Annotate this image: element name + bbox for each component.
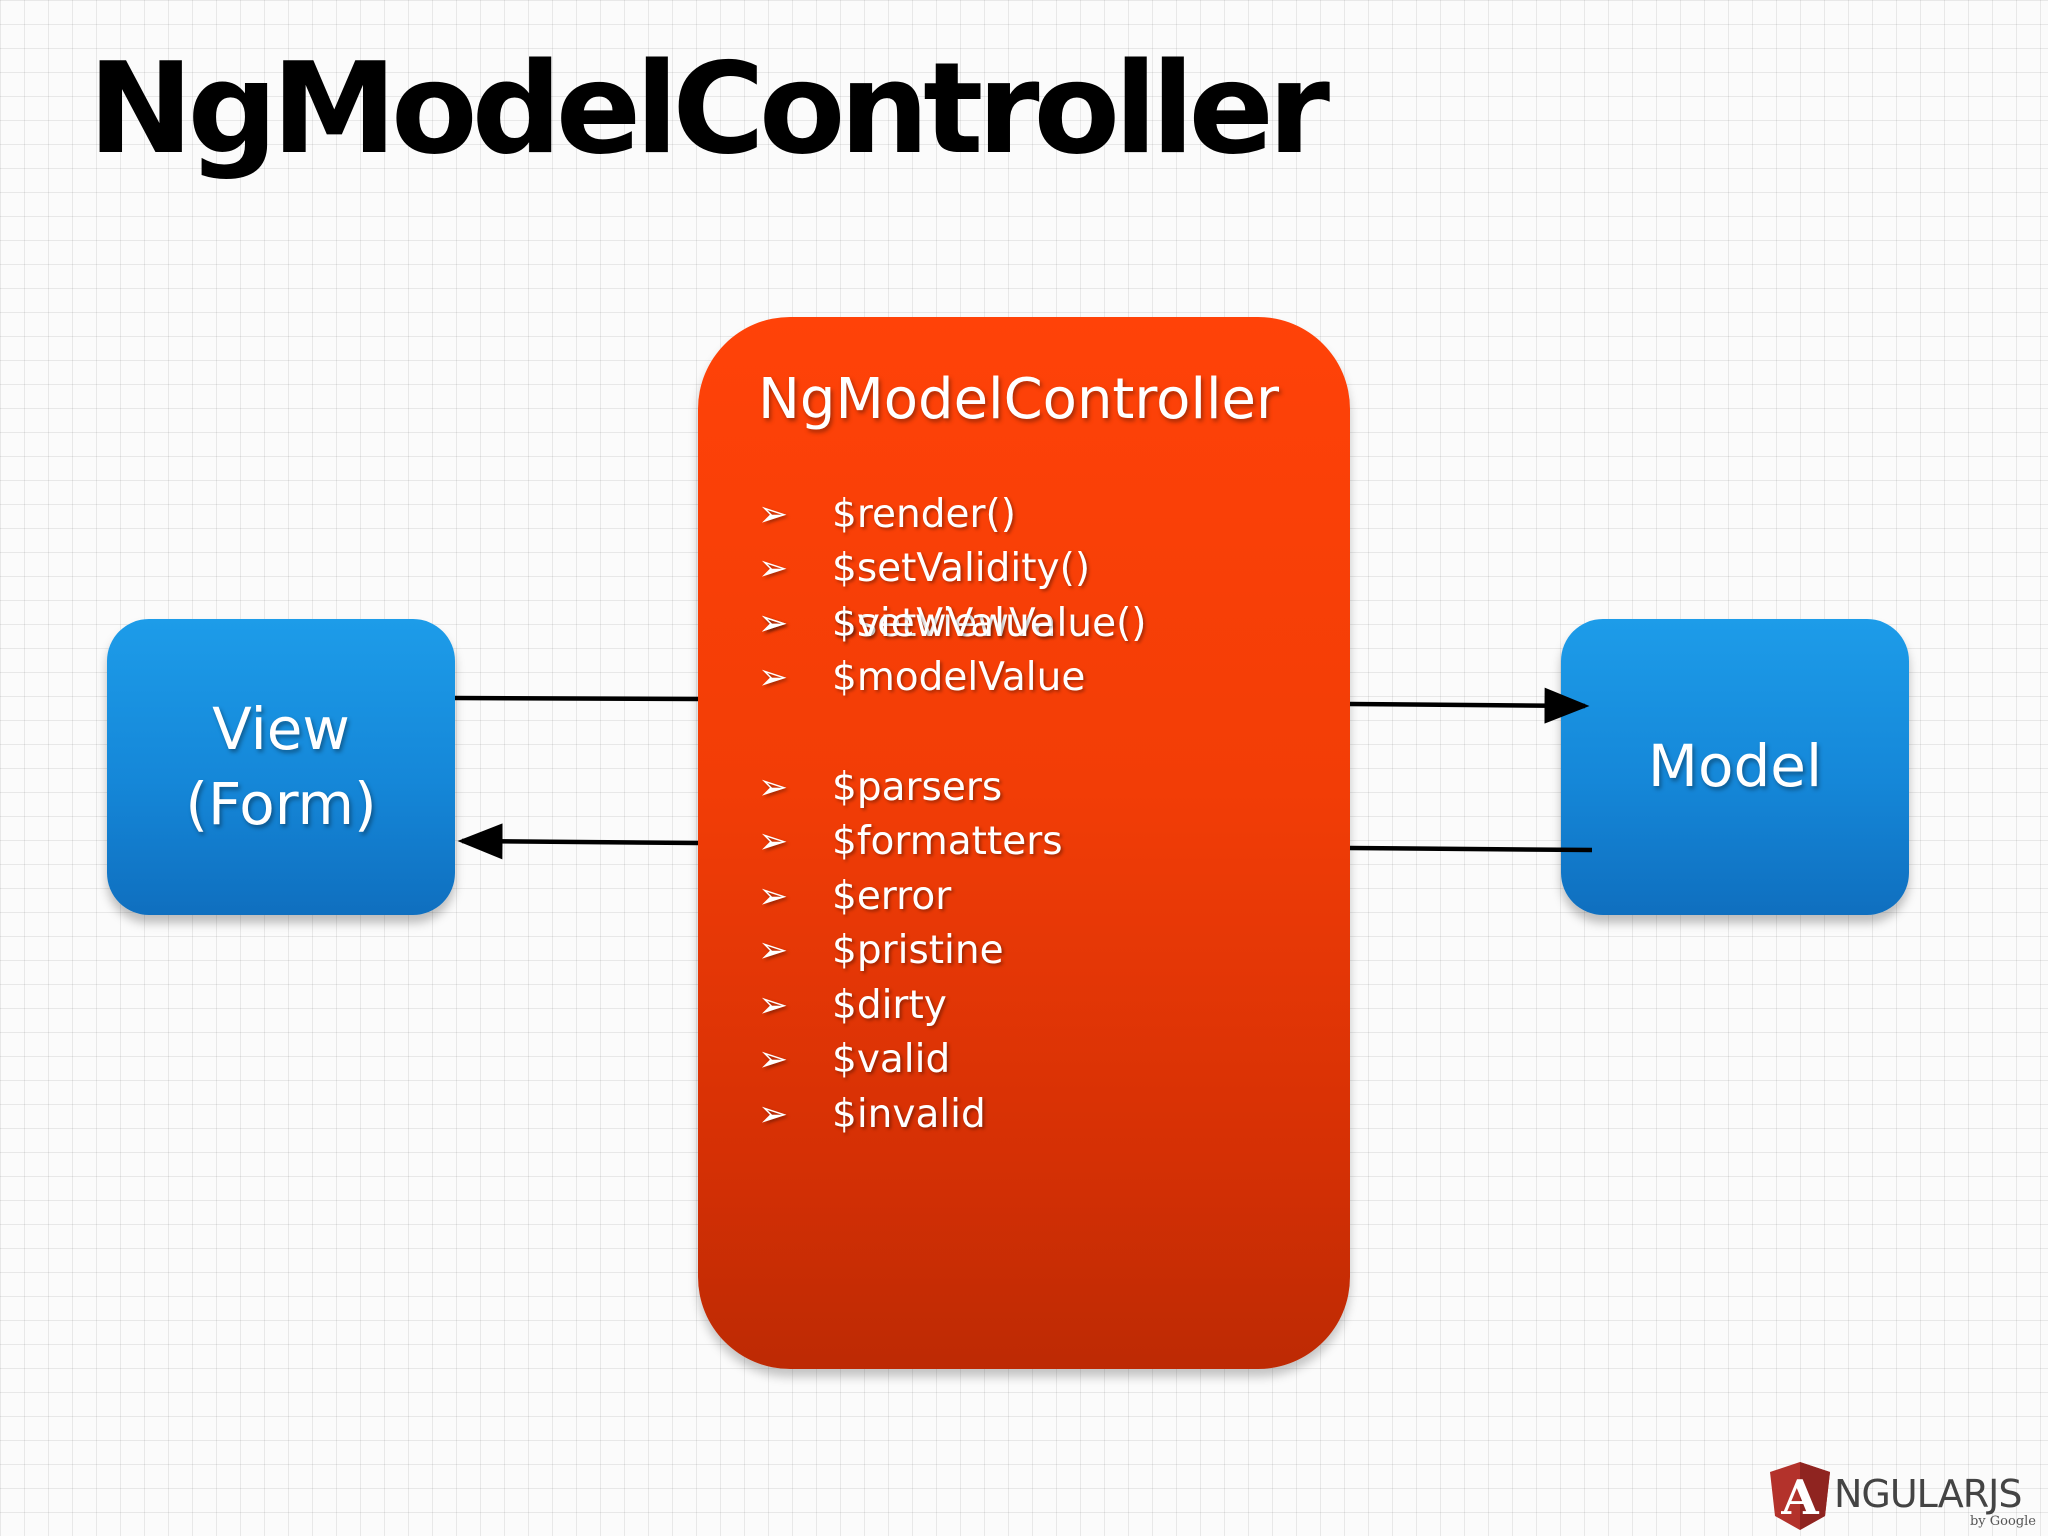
member-formatters: ➢$formatters xyxy=(758,819,1063,865)
arrow-bullet-icon: ➢ xyxy=(758,766,789,808)
member-parsers: ➢$parsers xyxy=(758,764,1003,810)
view-to-controller-line xyxy=(454,695,699,702)
model-label: Model xyxy=(1647,732,1823,801)
arrow-bullet-icon: ➢ xyxy=(758,602,789,644)
member-viewvalue: ➢$viewValue xyxy=(758,600,1054,646)
member-valid: ➢$valid xyxy=(758,1037,951,1083)
arrow-bullet-icon: ➢ xyxy=(758,821,789,863)
view-label-line1: View xyxy=(212,694,350,763)
member-group-pipelines: ➢$parsers ➢$formatters xyxy=(758,760,1063,869)
member-setvalidity: ➢$setValidity() xyxy=(758,546,1091,592)
member-group-values: ➢$viewValue ➢$modelValue xyxy=(758,596,1085,705)
ngmodelcontroller-box: NgModelController ➢$render() ➢$setValidi… xyxy=(698,317,1350,1369)
member-group-methods: ➢$render() ➢$setValidity() ➢$setViewValu… xyxy=(758,487,1147,651)
arrow-bullet-icon: ➢ xyxy=(758,930,789,972)
arrow-bullet-icon: ➢ xyxy=(758,875,789,917)
arrow-bullet-icon: ➢ xyxy=(758,984,789,1026)
member-group-state: ➢$error ➢$pristine ➢$dirty ➢$valid ➢$inv… xyxy=(758,869,1004,1142)
controller-title: NgModelController xyxy=(758,367,1280,432)
angularjs-logo: A NGULARJS by Google xyxy=(1768,1460,2038,1532)
member-invalid: ➢$invalid xyxy=(758,1091,986,1137)
member-modelvalue: ➢$modelValue xyxy=(758,655,1086,701)
view-form-label: View (Form) xyxy=(185,692,376,843)
slide-title: NgModelController xyxy=(88,35,1330,182)
logo-byline: by Google xyxy=(1969,1514,2036,1529)
controller-to-view-arrow xyxy=(457,823,699,860)
logo-letter: A xyxy=(1780,1470,1819,1526)
member-pristine: ➢$pristine xyxy=(758,928,1004,974)
arrow-bullet-icon: ➢ xyxy=(758,548,789,590)
member-setviewvalue: ➢$setViewValue() xyxy=(758,600,1147,646)
model-to-controller-line xyxy=(1349,845,1593,853)
view-label-line2: (Form) xyxy=(185,770,377,838)
angular-shield-icon: A xyxy=(1770,1462,1830,1530)
arrow-bullet-icon: ➢ xyxy=(758,493,789,535)
arrow-bullet-icon: ➢ xyxy=(758,1093,789,1135)
arrow-bullet-icon: ➢ xyxy=(758,1039,789,1081)
logo-wordmark: NGULARJS xyxy=(1834,1472,2022,1516)
member-render: ➢$render() xyxy=(758,491,1016,537)
controller-to-model-arrow xyxy=(1349,687,1590,724)
arrow-bullet-icon: ➢ xyxy=(758,602,789,644)
member-dirty: ➢$dirty xyxy=(758,982,947,1028)
model-box: Model xyxy=(1561,619,1909,915)
member-error: ➢$error xyxy=(758,873,952,919)
arrow-bullet-icon: ➢ xyxy=(758,657,789,699)
view-form-box: View (Form) xyxy=(107,619,455,915)
